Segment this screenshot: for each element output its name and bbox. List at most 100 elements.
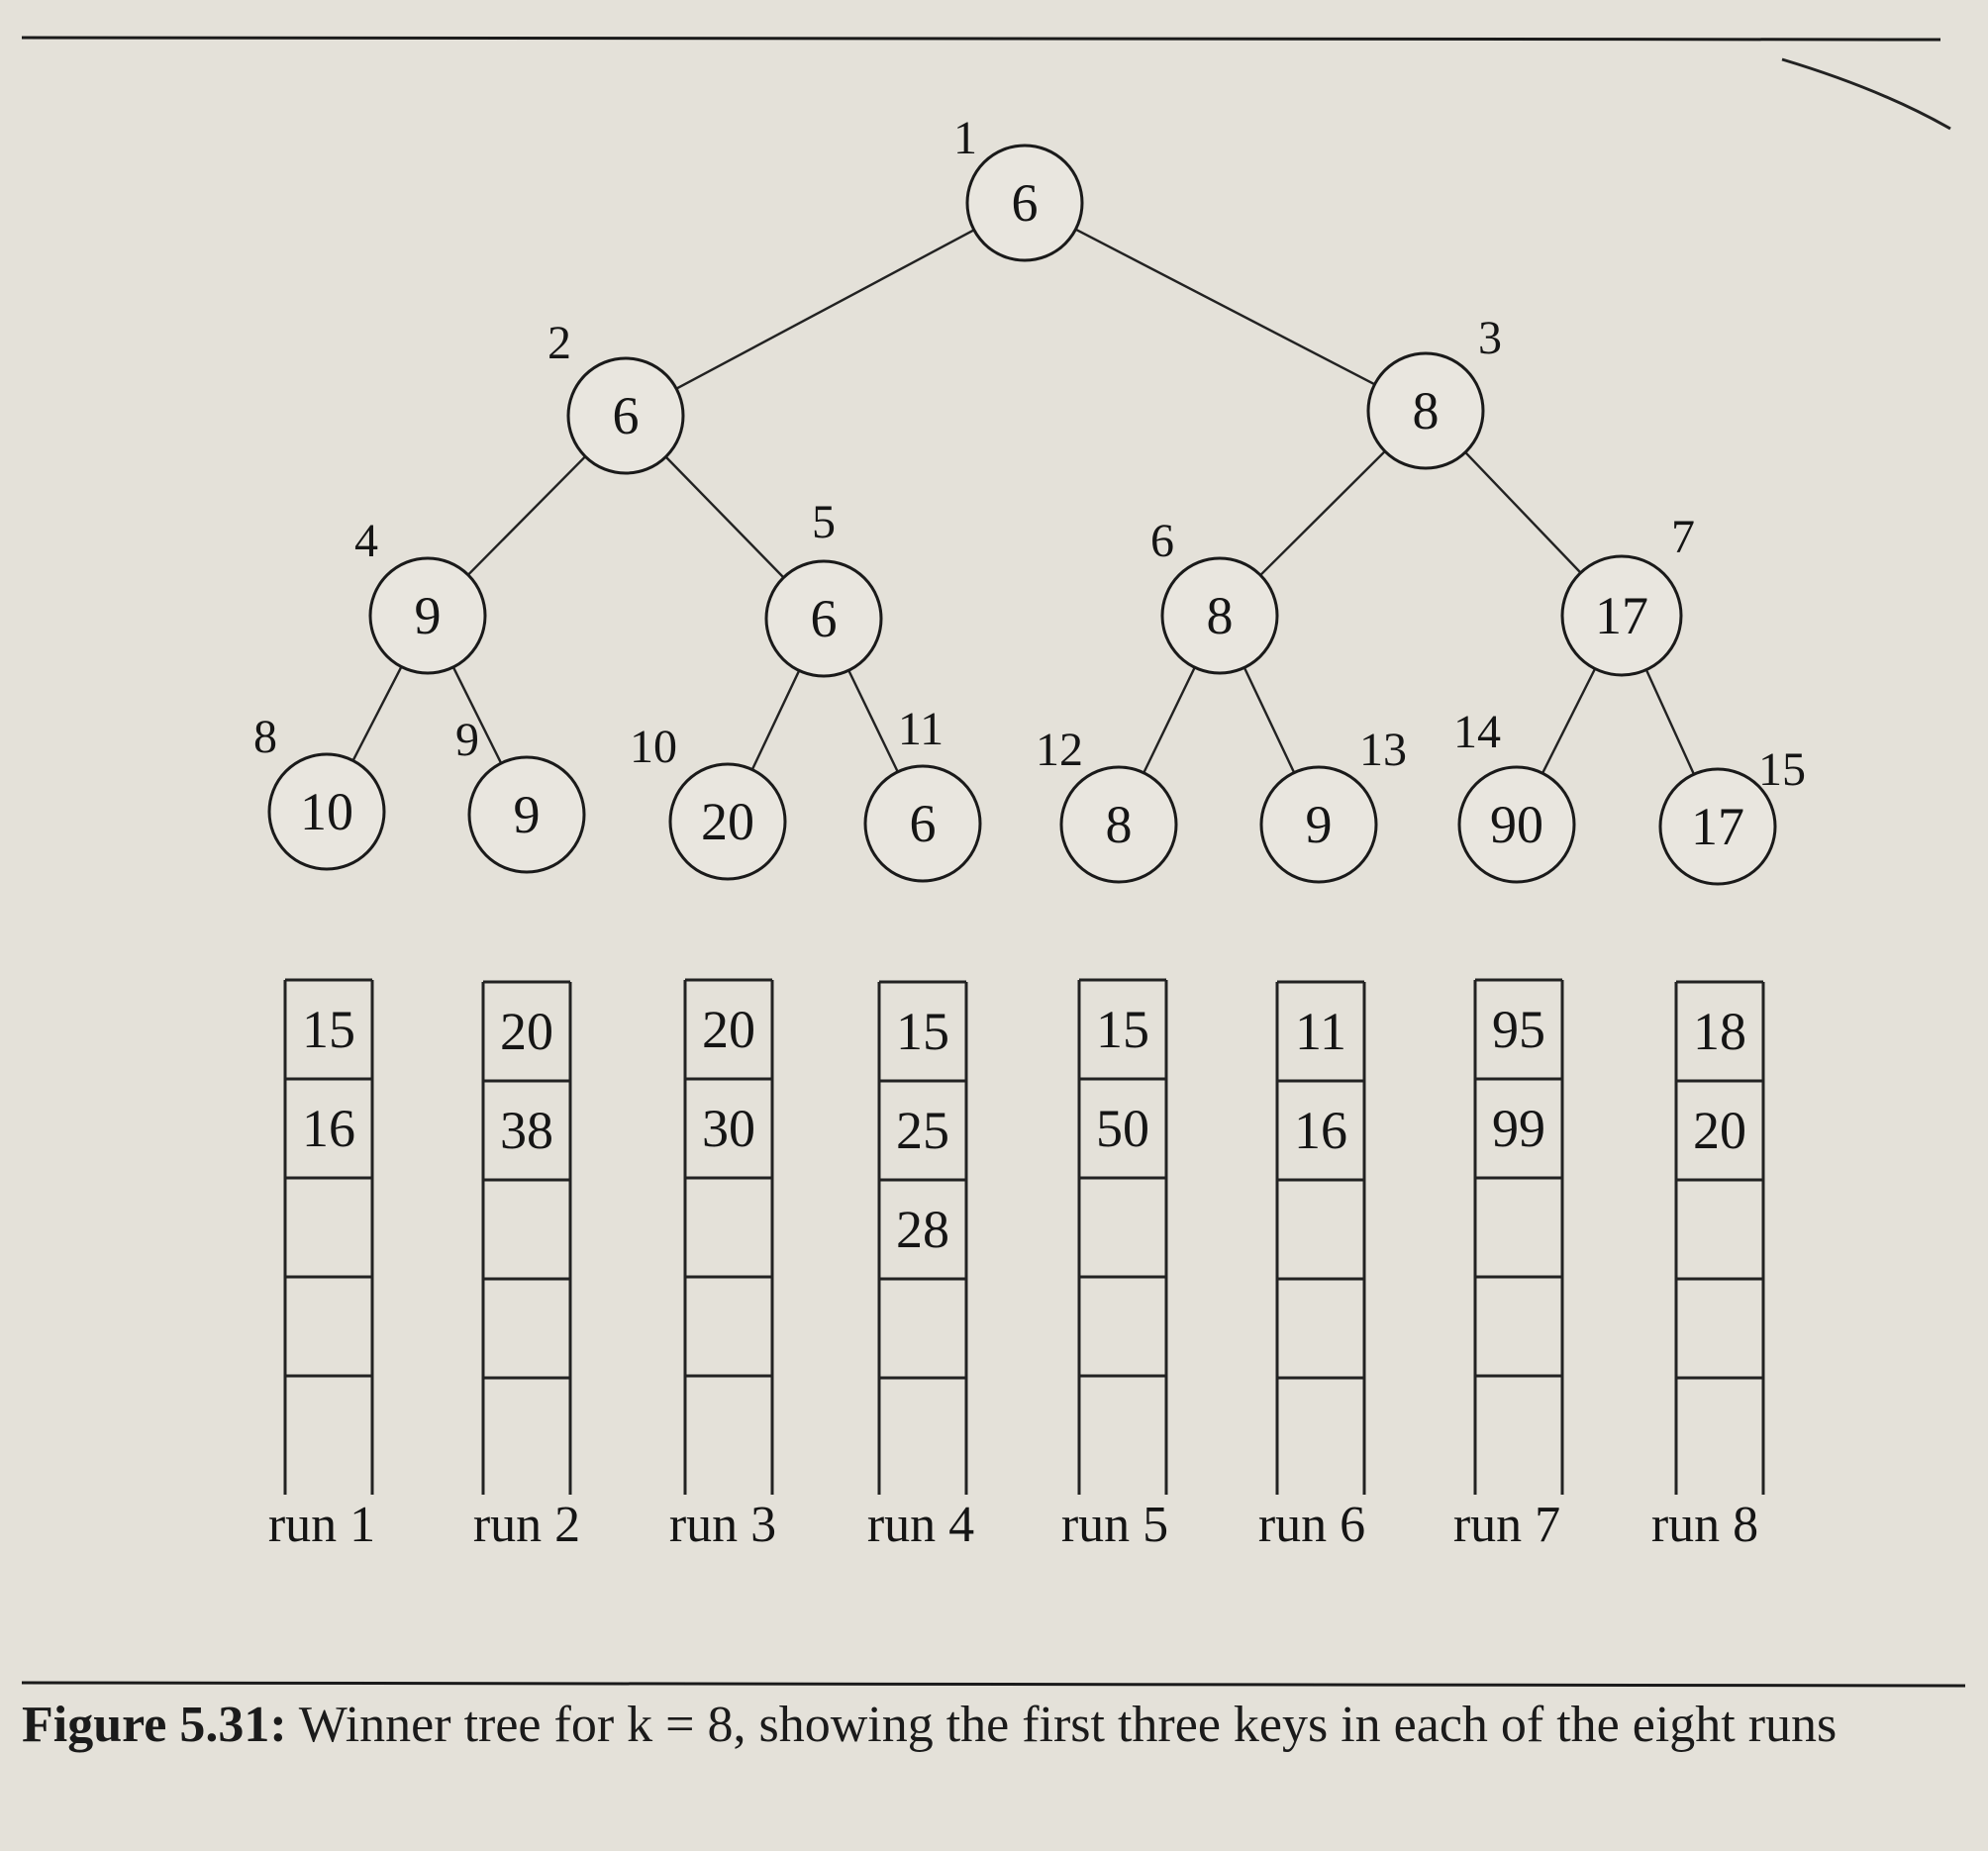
- node-index: 13: [1359, 724, 1407, 776]
- tree-node: 83: [1366, 312, 1502, 470]
- node-key: 9: [514, 785, 541, 844]
- run-label: run 5: [1061, 1497, 1168, 1553]
- tree-node: 90 14: [1453, 706, 1576, 884]
- tree-node: 10 8: [253, 711, 386, 871]
- tree-edge: [1644, 669, 1696, 775]
- run-buffer: 20 30 run 3: [669, 978, 776, 1553]
- run-buffer: 15 50 run 5: [1061, 978, 1168, 1553]
- node-index: 10: [630, 721, 677, 773]
- tree-edge: [451, 666, 503, 764]
- node-circle: [467, 755, 586, 874]
- caption-rule: [21, 1681, 1966, 1688]
- tree-node: 86: [1150, 515, 1279, 675]
- tree-node: 94: [354, 515, 487, 675]
- run-key: 16: [1294, 1101, 1347, 1160]
- node-key: 10: [300, 782, 353, 841]
- tree-edge: [466, 455, 587, 576]
- node-index: 2: [547, 317, 571, 369]
- node-circle: [965, 144, 1084, 262]
- node-index: 12: [1036, 724, 1083, 776]
- run-key: 28: [896, 1200, 949, 1259]
- node-index: 1: [953, 112, 977, 164]
- node-circle: [566, 356, 685, 475]
- tree-node: 6 11: [863, 703, 982, 883]
- run-label: run 4: [867, 1497, 974, 1553]
- tree-edge: [664, 455, 785, 579]
- run-label: run 7: [1453, 1497, 1560, 1553]
- run-key: 30: [702, 1099, 755, 1158]
- node-key: 17: [1595, 586, 1648, 645]
- run-label: run 1: [268, 1497, 375, 1553]
- node-circle: [863, 764, 982, 883]
- caption-text: Winner tree for k = 8, showing the first…: [298, 1697, 1838, 1753]
- node-key: 8: [1413, 381, 1440, 440]
- tree-edge: [675, 229, 975, 390]
- node-index: 14: [1453, 706, 1501, 758]
- node-index: 8: [253, 711, 277, 763]
- node-circle: [368, 556, 487, 675]
- node-circle: [1560, 554, 1683, 677]
- node-key: 6: [613, 386, 640, 445]
- run-key: 18: [1693, 1002, 1746, 1061]
- node-index: 4: [354, 515, 378, 567]
- tree-edge: [1541, 668, 1597, 774]
- tree-node: 8 12: [1036, 724, 1178, 884]
- node-key: 8: [1106, 795, 1133, 854]
- run-key: 15: [896, 1002, 949, 1061]
- run-key: 15: [1096, 1000, 1149, 1059]
- tree-node: 61: [953, 112, 1084, 262]
- node-index: 6: [1150, 515, 1174, 567]
- run-key: 99: [1492, 1099, 1545, 1158]
- node-index: 11: [898, 703, 944, 755]
- run-key: 16: [302, 1099, 355, 1158]
- node-circle: [267, 752, 386, 871]
- tree-node: 177: [1560, 511, 1695, 677]
- node-key: 90: [1490, 795, 1543, 854]
- run-key: 15: [302, 1000, 355, 1059]
- run-label: run 3: [669, 1497, 776, 1553]
- tree-edge: [847, 669, 899, 773]
- tree-edge: [1074, 228, 1376, 386]
- node-key: 6: [1012, 173, 1039, 233]
- node-circle: [1160, 556, 1279, 675]
- run-label: run 2: [473, 1497, 580, 1553]
- node-circle: [1259, 765, 1378, 884]
- tree-node: 99: [455, 714, 586, 874]
- caption-label: Figure 5.31:: [22, 1697, 287, 1753]
- tree-edge: [1464, 451, 1582, 574]
- node-key: 9: [1306, 795, 1333, 854]
- node-key: 6: [910, 794, 937, 853]
- node-circle: [764, 559, 883, 678]
- tree-edge: [1143, 666, 1196, 774]
- run-buffer: 18 20 run 8: [1651, 980, 1765, 1553]
- tree-edge: [750, 669, 801, 771]
- node-key: 9: [415, 586, 442, 645]
- run-key: 20: [1693, 1101, 1746, 1160]
- tree-node: 62: [547, 317, 685, 475]
- node-key: 8: [1207, 586, 1234, 645]
- top-rule: [21, 36, 1941, 42]
- page-corner-curve: [1781, 57, 1951, 131]
- node-key: 6: [811, 589, 838, 648]
- node-index: 9: [455, 714, 479, 766]
- node-circle: [668, 762, 787, 881]
- node-circle: [1658, 767, 1777, 886]
- run-label: run 8: [1651, 1497, 1758, 1553]
- tree-node: 65: [764, 496, 883, 678]
- tree-edge: [1259, 450, 1386, 576]
- node-circle: [1059, 765, 1178, 884]
- run-key: 50: [1096, 1099, 1149, 1158]
- run-key: 20: [702, 1000, 755, 1059]
- run-buffer: 15 16 run 1: [268, 978, 375, 1553]
- node-index: 15: [1758, 743, 1806, 796]
- tree-edge: [1242, 666, 1296, 774]
- tree-edge: [351, 666, 403, 761]
- node-index: 3: [1478, 312, 1502, 364]
- tree-edges: [351, 228, 1696, 775]
